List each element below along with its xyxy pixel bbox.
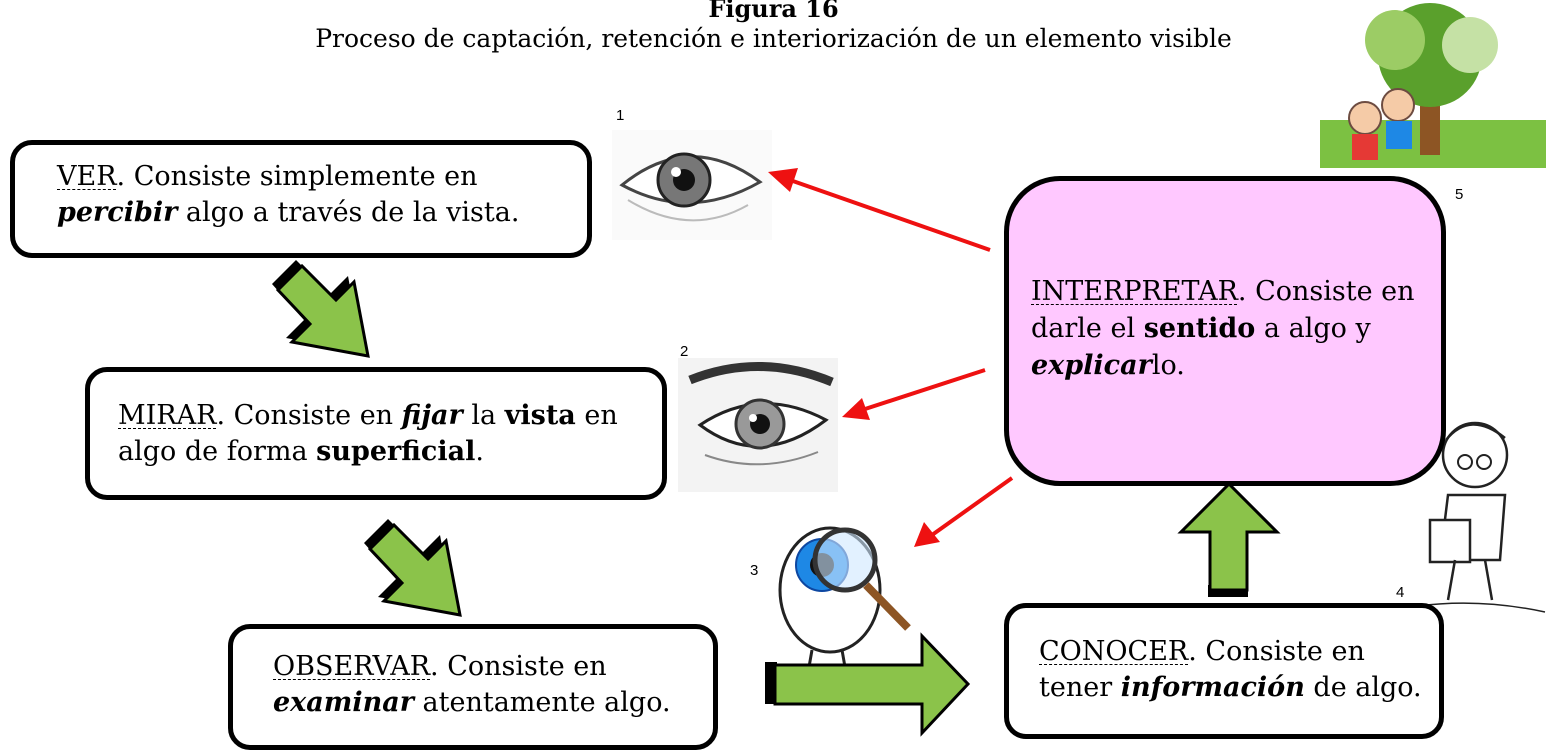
mirar-box: MIRAR. Consiste en fijar la vista en alg… <box>85 367 667 500</box>
kids-tree-icon <box>1320 3 1546 168</box>
green-arrow-down <box>272 260 370 358</box>
ver-emph: percibir <box>57 197 178 228</box>
green-arrow-down <box>364 519 462 617</box>
green-arrow-right <box>765 632 971 737</box>
green-arrow-up <box>1177 481 1281 597</box>
ver-keyword: VER <box>57 161 117 192</box>
red-arrow <box>842 368 986 420</box>
interpretar-text: INTERPRETAR. Consiste en darle el sentid… <box>1031 276 1415 381</box>
observar-text: OBSERVAR. Consiste en examinar atentamen… <box>273 651 671 718</box>
figure-label: Figura 16 <box>708 0 839 23</box>
mirar-bold-superficial: superficial <box>316 436 476 467</box>
conocer-emph: información <box>1120 672 1305 703</box>
step-number-2: 2 <box>680 343 689 360</box>
ver-box: VER. Consiste simplemente en percibir al… <box>10 140 592 258</box>
step-number-1: 1 <box>616 107 625 124</box>
red-arrow <box>914 476 1014 547</box>
interpretar-keyword: INTERPRETAR <box>1031 276 1238 307</box>
figure-header: Figura 16 Proceso de captación, retenció… <box>0 0 1547 54</box>
eye-icon <box>678 358 838 492</box>
boy-reading-icon <box>1417 421 1546 613</box>
figure-title: Proceso de captación, retención e interi… <box>315 24 1232 53</box>
step-number-5: 5 <box>1455 186 1464 203</box>
observar-box: OBSERVAR. Consiste en examinar atentamen… <box>228 624 718 750</box>
eye-icon <box>612 130 772 240</box>
conocer-keyword: CONOCER <box>1039 636 1189 667</box>
step-number-3: 3 <box>750 562 759 579</box>
mirar-keyword: MIRAR <box>118 400 217 431</box>
conocer-text: CONOCER. Consiste en tener información d… <box>1039 636 1422 703</box>
interpretar-box: INTERPRETAR. Consiste en darle el sentid… <box>1004 176 1446 486</box>
mirar-text: MIRAR. Consiste en fijar la vista en alg… <box>118 400 618 467</box>
mirar-period: . <box>475 436 484 467</box>
step-number-4: 4 <box>1396 584 1405 601</box>
ver-text: VER. Consiste simplemente en percibir al… <box>57 161 520 228</box>
conocer-box: CONOCER. Consiste en tener información d… <box>1004 603 1444 739</box>
observar-keyword: OBSERVAR <box>273 651 431 682</box>
observar-emph: examinar <box>273 687 414 718</box>
red-arrow <box>768 168 991 252</box>
